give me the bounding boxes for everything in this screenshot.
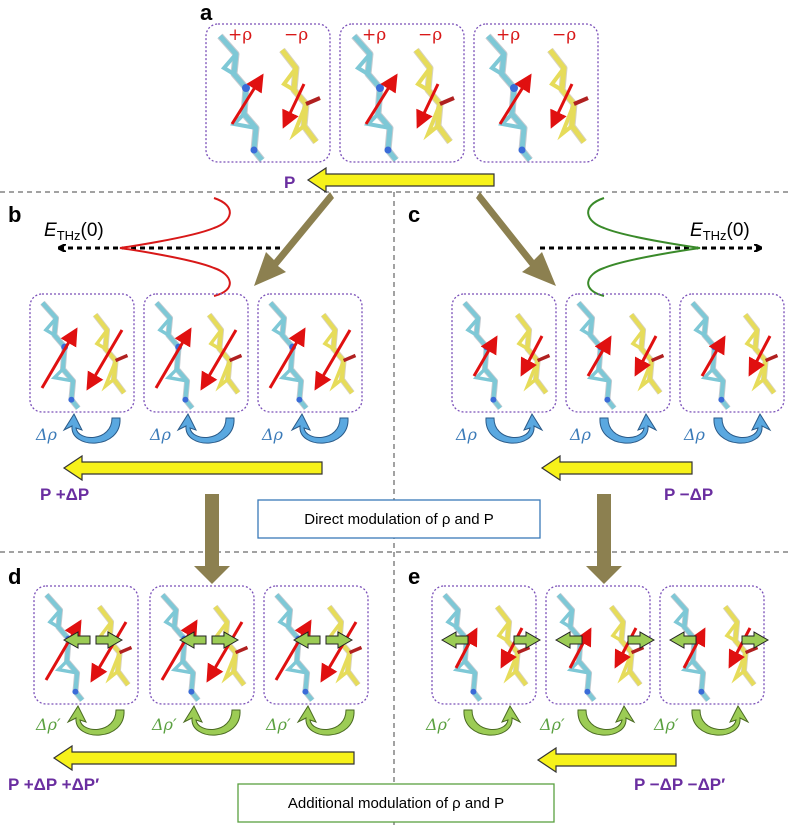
caption-box-direct: Direct modulation of ρ and P (257, 499, 541, 539)
delta-rho-prime-label: Δρ′ (151, 715, 177, 734)
polarization-label-b: P +ΔP (40, 485, 89, 504)
polarization-label-c: P −ΔP (664, 485, 713, 504)
cell-e2 (545, 585, 656, 705)
cell-b2 (143, 293, 249, 413)
polarization-arrow-b (62, 454, 323, 482)
cell-d1 (33, 585, 139, 705)
panel-label-c: c (408, 202, 420, 227)
caption-direct: Direct modulation of ρ and P (304, 511, 493, 528)
polarization-arrow-e (536, 746, 677, 774)
panel-c: ETHz(0) Δρ Δρ Δρ P −ΔP (451, 197, 785, 504)
cell-b3 (257, 293, 363, 413)
charge-transfer-arrows-e (463, 704, 750, 736)
panel-d: Δρ′ Δρ′ Δρ′ P +ΔP +ΔP′ (8, 585, 369, 794)
charge-transfer-arrows-b (62, 412, 349, 444)
delta-rho-prime-label: Δρ′ (653, 715, 679, 734)
polarization-arrow-c (540, 454, 693, 482)
panel-b: ETHz(0) Δρ Δρ Δρ P +ΔP (29, 197, 363, 504)
delta-rho-prime-label: Δρ′ (539, 715, 565, 734)
delta-rho-label: Δρ (35, 425, 58, 444)
minus-rho-label: −ρ (552, 25, 576, 45)
charge-transfer-arrows-d (66, 704, 355, 736)
cell-e3 (659, 585, 770, 705)
thz-pulse-c (587, 197, 701, 297)
polarization-arrow-a (306, 166, 495, 194)
delta-rho-label: Δρ (569, 425, 592, 444)
cell-c2 (565, 293, 671, 413)
transition-arrows (194, 192, 622, 584)
plus-rho-label: +ρ (228, 25, 252, 45)
minus-rho-label: −ρ (284, 25, 308, 45)
charge-transfer-arrows-c (485, 412, 772, 444)
field-label-c: ETHz(0) (690, 220, 750, 243)
cell-e1 (431, 585, 542, 705)
cell-c1 (451, 293, 557, 413)
cell-d3 (263, 585, 369, 705)
plus-rho-label: +ρ (362, 25, 386, 45)
delta-rho-prime-label: Δρ′ (35, 715, 61, 734)
delta-rho-label: Δρ (455, 425, 478, 444)
polarization-arrow-d (52, 744, 355, 772)
thz-pulse-b (119, 197, 231, 297)
cell-d2 (149, 585, 255, 705)
polarization-label-e: P −ΔP −ΔP′ (634, 775, 725, 794)
delta-rho-label: Δρ (149, 425, 172, 444)
panel-label-b: b (8, 202, 21, 227)
cell-b1 (29, 293, 135, 413)
delta-rho-prime-label: Δρ′ (425, 715, 451, 734)
minus-rho-label: −ρ (418, 25, 442, 45)
panel-e: Δρ′ Δρ′ Δρ′ P −ΔP −ΔP′ (425, 585, 770, 794)
polarization-label-a: P (284, 173, 295, 192)
panel-label-a: a (200, 0, 213, 25)
delta-rho-prime-label: Δρ′ (265, 715, 291, 734)
plus-rho-label: +ρ (496, 25, 520, 45)
polarization-label-d: P +ΔP +ΔP′ (8, 775, 99, 794)
cell-c3 (679, 293, 785, 413)
panel-a: +ρ −ρ +ρ −ρ +ρ −ρ P (205, 23, 599, 194)
panel-label-d: d (8, 564, 21, 589)
caption-box-additional: Additional modulation of ρ and P (237, 783, 555, 823)
panel-label-e: e (408, 564, 420, 589)
cell-a3: +ρ −ρ (473, 23, 599, 162)
cell-a1: +ρ −ρ (205, 23, 331, 162)
caption-additional: Additional modulation of ρ and P (288, 795, 504, 812)
delta-rho-label: Δρ (683, 425, 706, 444)
delta-rho-label: Δρ (261, 425, 284, 444)
cell-a2: +ρ −ρ (339, 23, 465, 162)
field-label-b: ETHz(0) (44, 220, 104, 243)
